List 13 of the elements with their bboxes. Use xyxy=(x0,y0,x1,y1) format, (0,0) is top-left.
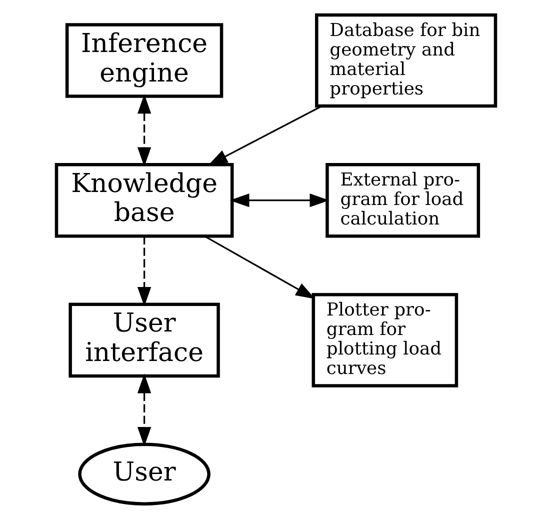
node-box: External pro- gram for load calculation xyxy=(325,162,480,238)
arrow xyxy=(204,236,315,299)
node-ellipse: User xyxy=(78,442,210,506)
arrow xyxy=(136,94,151,167)
node-box: Knowledge base xyxy=(54,162,234,238)
node-box: Inference engine xyxy=(64,23,223,98)
node-box: Plotter pro- gram for plotting load curves xyxy=(311,293,458,388)
arrow xyxy=(207,105,322,166)
arrow xyxy=(136,374,151,447)
node-box: Database for bin geometry and material properties xyxy=(314,13,497,108)
arrow xyxy=(229,194,329,208)
node-box: User interface xyxy=(68,302,220,378)
arrow xyxy=(136,236,151,307)
